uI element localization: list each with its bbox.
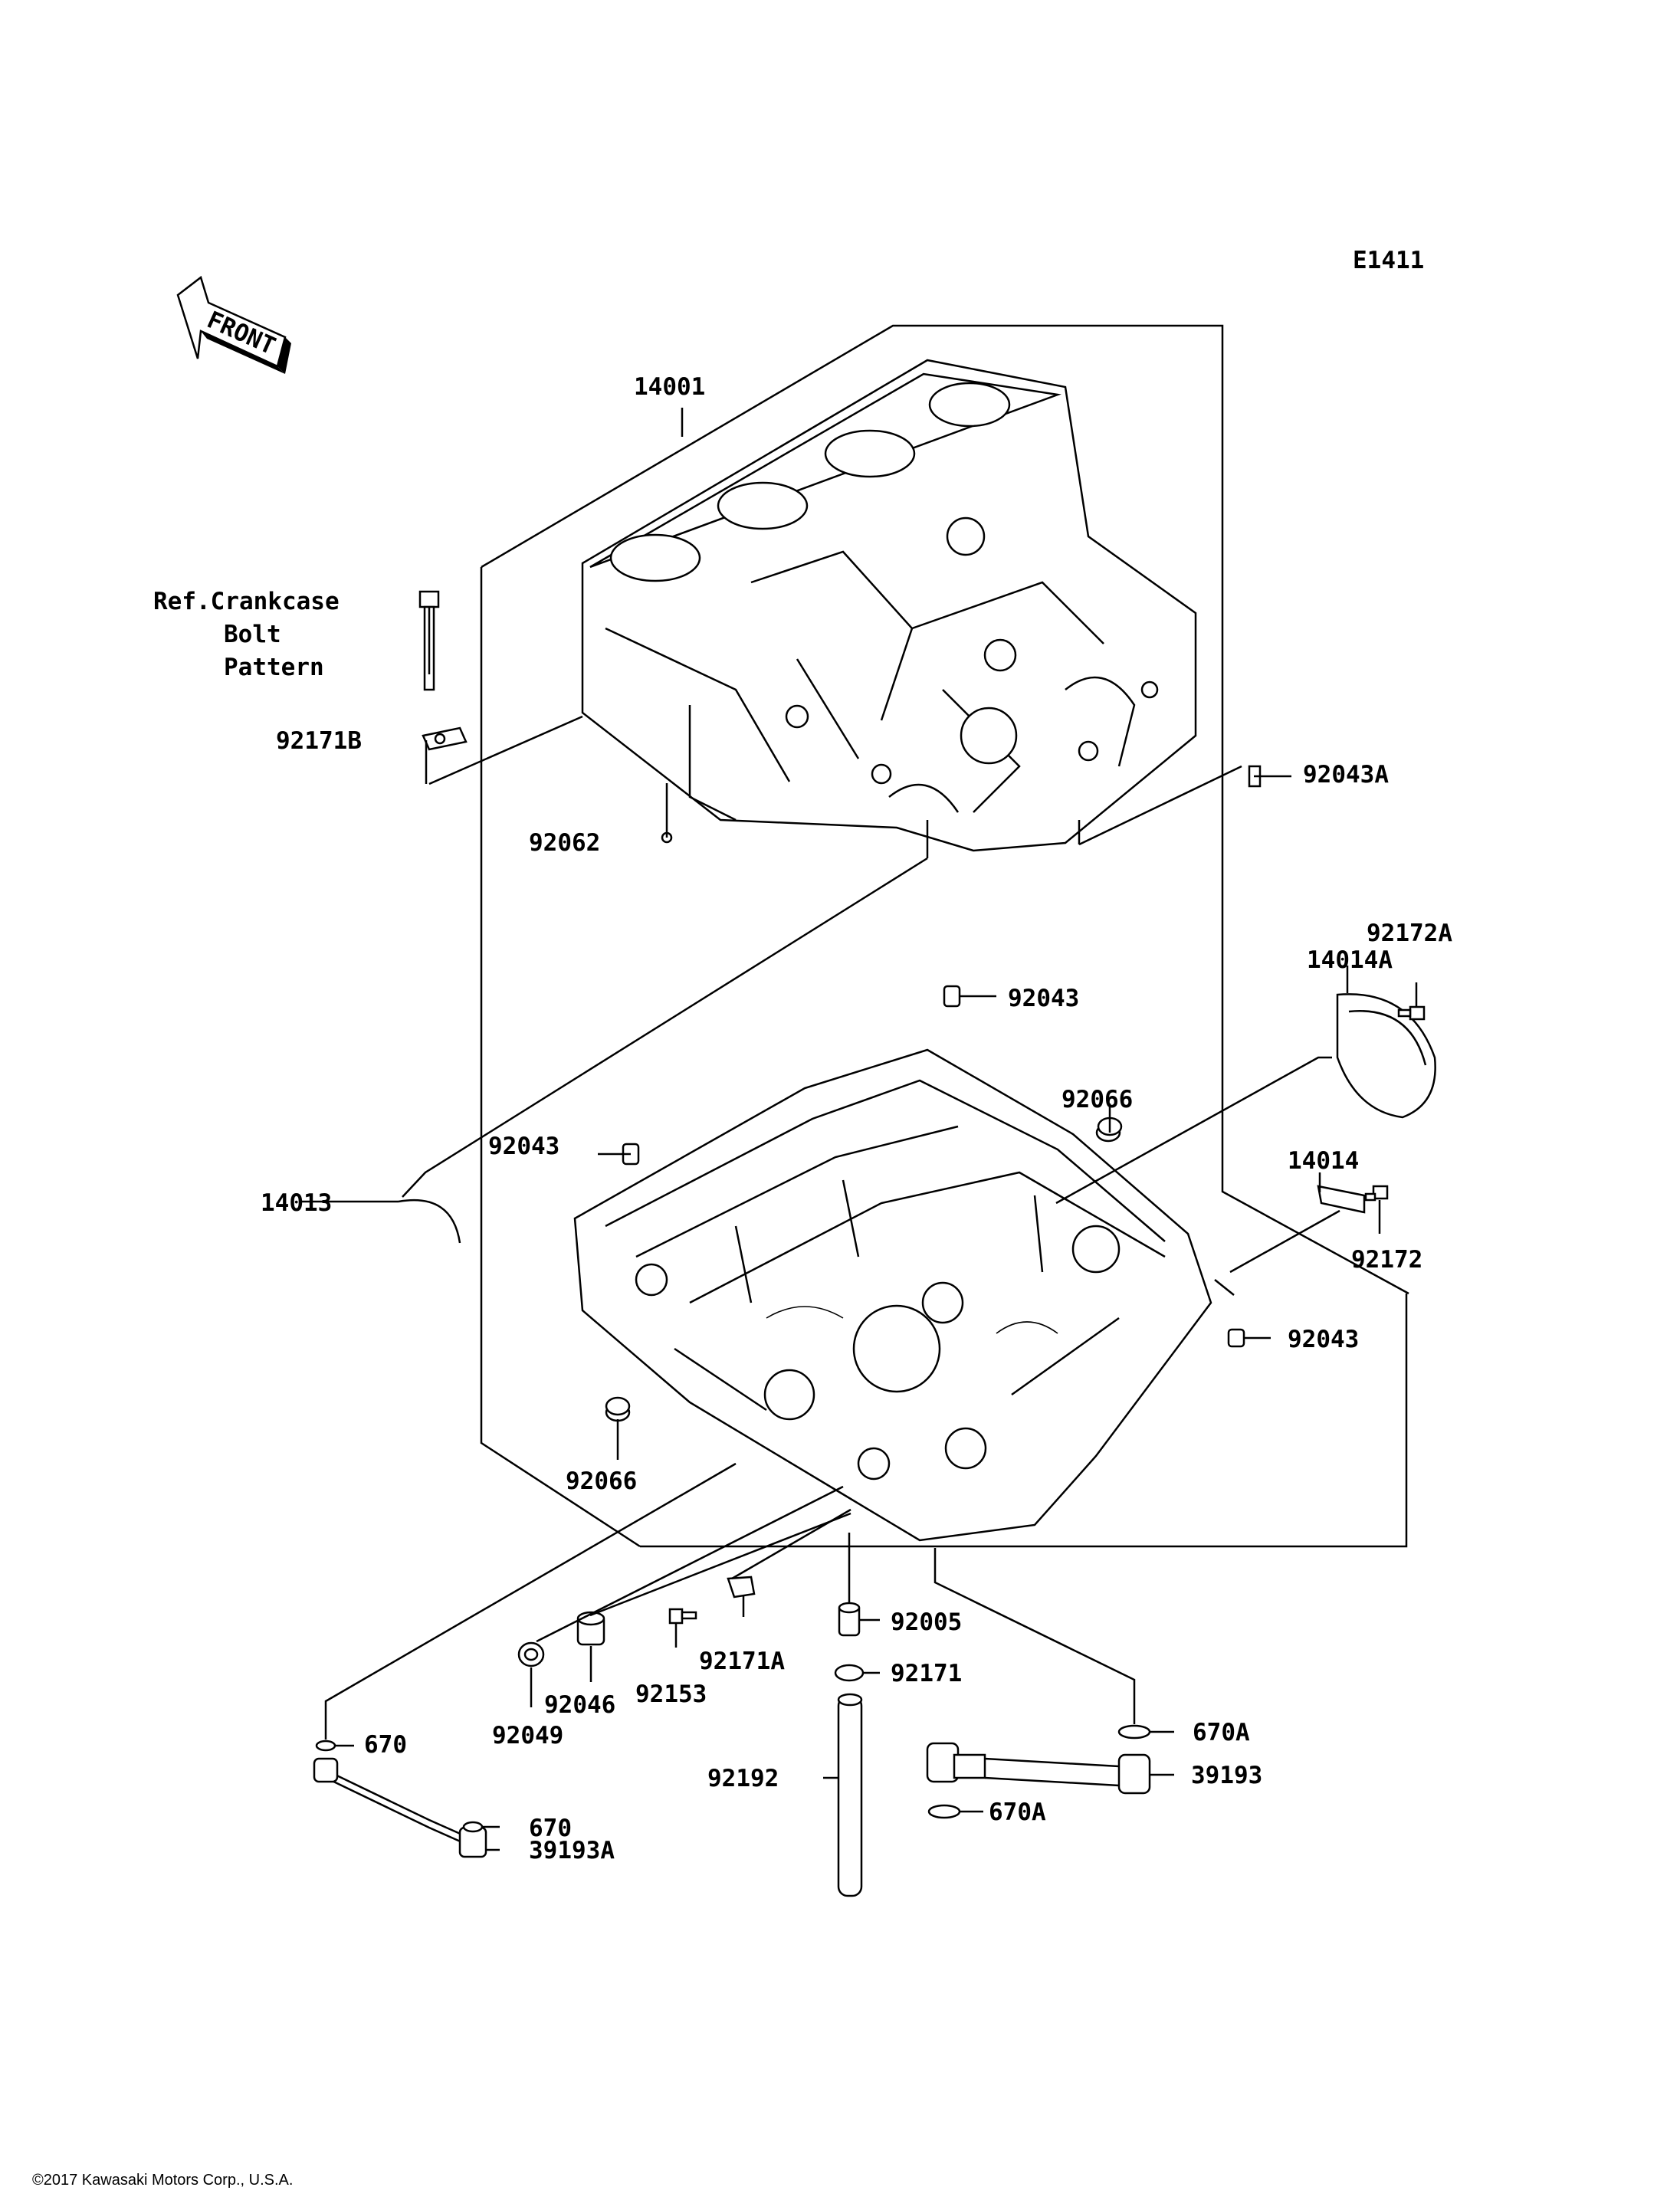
ref-note-line-1: Ref.Crankcase [153, 588, 340, 615]
label-92153: 92153 [635, 1681, 707, 1708]
label-92043-left: 92043 [488, 1133, 559, 1160]
hose-92192-drawing [837, 1693, 863, 1897]
nipple-92005-drawing [838, 1602, 861, 1637]
label-14013: 14013 [261, 1189, 332, 1217]
label-92171A: 92171A [699, 1648, 785, 1675]
label-92046: 92046 [544, 1691, 615, 1719]
label-92062: 92062 [529, 829, 600, 857]
label-92171B: 92171B [276, 727, 362, 755]
label-670A-a: 670A [1193, 1719, 1250, 1746]
bearing-14013-drawing [398, 1199, 461, 1244]
label-670-b: 670 [529, 1815, 572, 1842]
o-ring-670A-a-drawing [1117, 1724, 1151, 1740]
label-14014A: 14014A [1307, 946, 1393, 974]
o-ring-670-b-drawing [462, 1821, 484, 1833]
plug-92066-bottom-drawing [605, 1396, 631, 1422]
oil-seal-92049-drawing [517, 1641, 545, 1667]
label-92049: 92049 [492, 1722, 563, 1749]
clamp-92171A-drawing [727, 1576, 756, 1599]
plate-14014-drawing [1317, 1185, 1366, 1214]
pin-92043-top-drawing [943, 985, 961, 1008]
label-92005: 92005 [891, 1608, 962, 1636]
upper-crankcase-drawing [581, 359, 1197, 852]
leader-lines [299, 324, 1418, 1851]
label-14001: 14001 [634, 373, 705, 401]
bolt-92172-drawing [1364, 1185, 1389, 1202]
pin-92043-right-drawing [1227, 1328, 1245, 1348]
bearing-92046-drawing [576, 1611, 605, 1646]
o-ring-670A-b-drawing [927, 1804, 961, 1819]
label-39193A: 39193A [529, 1837, 615, 1864]
front-arrow-icon: FRONT [176, 275, 291, 374]
ref-note-line-3: Pattern [224, 654, 324, 681]
label-92172A: 92172A [1367, 920, 1452, 947]
label-14014: 14014 [1288, 1147, 1359, 1175]
label-92192: 92192 [707, 1765, 779, 1792]
label-92043-right: 92043 [1288, 1326, 1359, 1353]
label-92066-bottom: 92066 [566, 1467, 637, 1495]
clamp-92171-drawing [834, 1664, 865, 1682]
oil-pipe-39193A-drawing [313, 1757, 487, 1858]
label-39193: 39193 [1191, 1762, 1262, 1789]
o-ring-670-a-drawing [315, 1740, 336, 1752]
diagram-code: E1411 [1353, 247, 1424, 274]
clamp-92171B-drawing [422, 726, 468, 751]
bolt-92153-drawing [668, 1608, 697, 1625]
label-92066-top: 92066 [1061, 1086, 1133, 1113]
copyright-text: ©2017 Kawasaki Motors Corp., U.S.A. [32, 2172, 293, 2189]
label-92172: 92172 [1351, 1246, 1422, 1274]
cover-14014A-drawing [1336, 993, 1436, 1119]
oil-pipe-39193-drawing [926, 1742, 1151, 1795]
label-92043-top: 92043 [1008, 985, 1079, 1012]
label-92171: 92171 [891, 1660, 962, 1687]
lower-crankcase-drawing [573, 1048, 1212, 1542]
label-670-a: 670 [364, 1731, 407, 1759]
label-92043A: 92043A [1303, 761, 1389, 789]
ref-note-line-2: Bolt [224, 621, 281, 648]
label-670A-b: 670A [989, 1799, 1046, 1826]
